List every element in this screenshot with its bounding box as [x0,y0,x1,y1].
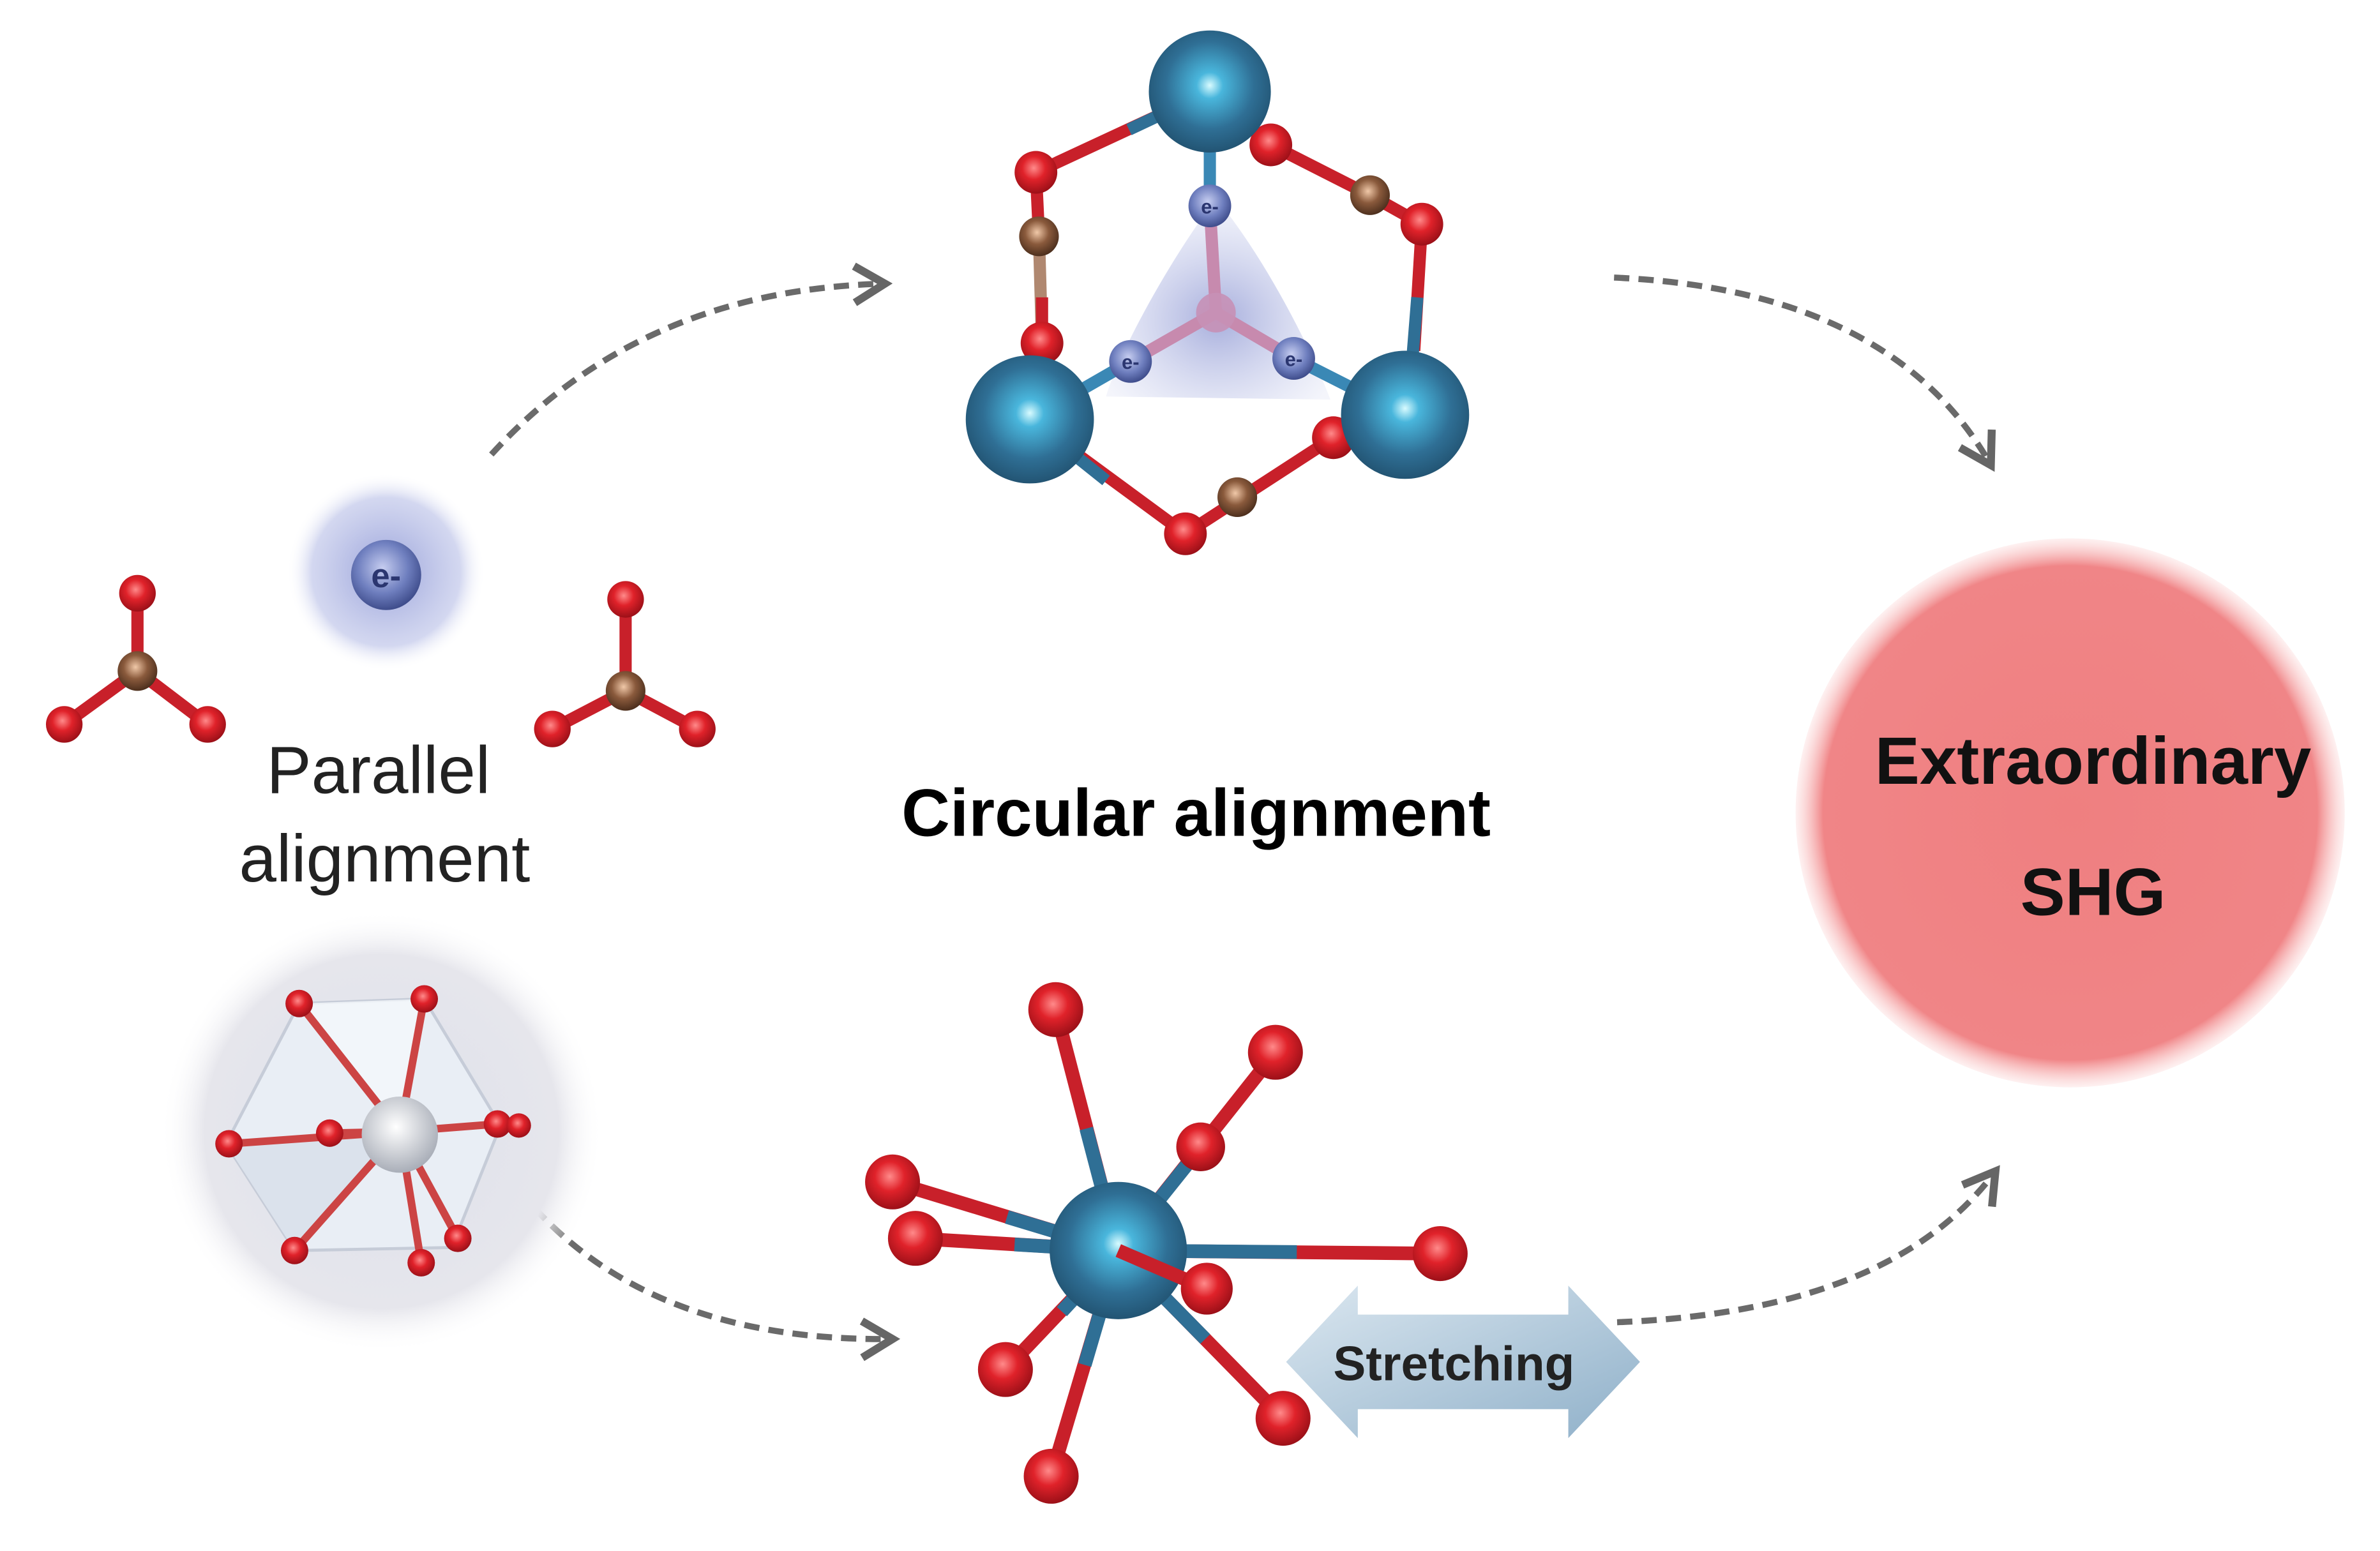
electron-label: e- [1201,196,1219,218]
carbonate-group-left [45,574,226,743]
arrow-to-shg-top [1614,274,1996,472]
parallel-label-line1: Parallel [267,733,491,807]
shg-label-line2: SHG [2021,855,2166,930]
circular-alignment-structure: e- e- e- [965,30,1470,555]
electron-label: e- [371,557,401,595]
stretching-label: Stretching [1333,1337,1574,1391]
electron-top: e- [1188,184,1231,228]
extraordinary-shg-result: Extraordinary SHG [1795,538,2345,1088]
arrow-to-shg-bottom [1616,1165,2000,1326]
electron-label: e- [1122,351,1140,373]
electron-label: e- [1285,348,1303,370]
stretching-arrow: Stretching [1286,1285,1640,1439]
electron-right: e- [1272,337,1315,380]
electron-left: e- [1109,340,1152,383]
parallel-label-line2: alignment [239,821,530,896]
octahedron-polyhedron [160,910,603,1353]
stretched-coordination-structure [865,982,1468,1504]
circular-alignment-label: Circular alignment [901,776,1491,850]
lone-pair-electron: e- [287,472,486,671]
arrow-to-circular [489,262,893,457]
carbonate-group-right [534,581,716,747]
shg-label-line1: Extraordinary [1875,724,2312,798]
